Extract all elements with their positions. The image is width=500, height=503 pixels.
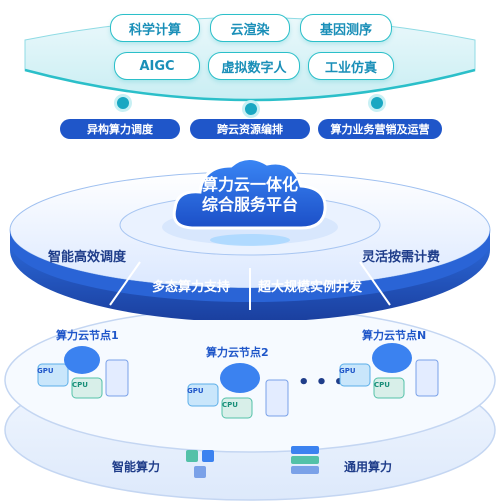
node-label-1: 算力云节点1 xyxy=(56,329,119,342)
ring-segment-multi-compute: 多态算力支持 xyxy=(152,280,231,295)
gpu-chip-1: GPU xyxy=(37,367,54,375)
node-cluster-2 xyxy=(187,363,289,419)
app-pill-virtual-human: 虚拟数字人 xyxy=(208,52,300,80)
app-pill-cloud-rendering: 云渲染 xyxy=(210,14,290,42)
network-icon xyxy=(186,450,214,478)
cloud-icon xyxy=(172,157,327,246)
label-intelligent-compute: 智能算力 xyxy=(112,460,161,474)
ring-label-flexible-billing: 灵活按需计费 xyxy=(362,250,441,265)
tag-cross-cloud-orchestration: 跨云资源编排 xyxy=(190,119,310,139)
cpu-chip-1: CPU xyxy=(72,381,88,389)
platform-title-line2: 综合服务平台 xyxy=(201,195,298,214)
label-general-compute: 通用算力 xyxy=(344,460,393,474)
ring-segment-large-scale-concurrency: 超大规模实例并发 xyxy=(258,280,363,295)
node-ellipsis: • • • xyxy=(298,372,346,393)
connector-dot-left xyxy=(114,94,132,112)
gpu-chip-n: GPU xyxy=(339,367,356,375)
platform-title: 算力云一体化 综合服务平台 xyxy=(165,175,335,215)
node-label-n: 算力云节点N xyxy=(362,329,427,342)
gpu-chip-2: GPU xyxy=(187,387,204,395)
tag-business-marketing: 算力业务营销及运营 xyxy=(318,119,442,139)
server-icon xyxy=(291,446,319,474)
node-cluster-n xyxy=(339,343,439,399)
cpu-chip-2: CPU xyxy=(222,401,238,409)
app-pill-scientific-computing: 科学计算 xyxy=(110,14,200,42)
app-pill-gene-sequencing: 基因测序 xyxy=(300,14,392,42)
tag-heterogeneous-scheduling: 异构算力调度 xyxy=(60,119,180,139)
app-pill-aigc: AIGC xyxy=(114,52,200,80)
node-cluster-1 xyxy=(37,346,129,399)
platform-title-line1: 算力云一体化 xyxy=(201,175,298,194)
ring-label-smart-scheduling: 智能高效调度 xyxy=(48,250,127,265)
connector-dot-center xyxy=(242,100,260,118)
node-label-2: 算力云节点2 xyxy=(206,346,269,359)
connector-dot-right xyxy=(368,94,386,112)
app-pill-industrial-simulation: 工业仿真 xyxy=(308,52,394,80)
cpu-chip-n: CPU xyxy=(374,381,390,389)
